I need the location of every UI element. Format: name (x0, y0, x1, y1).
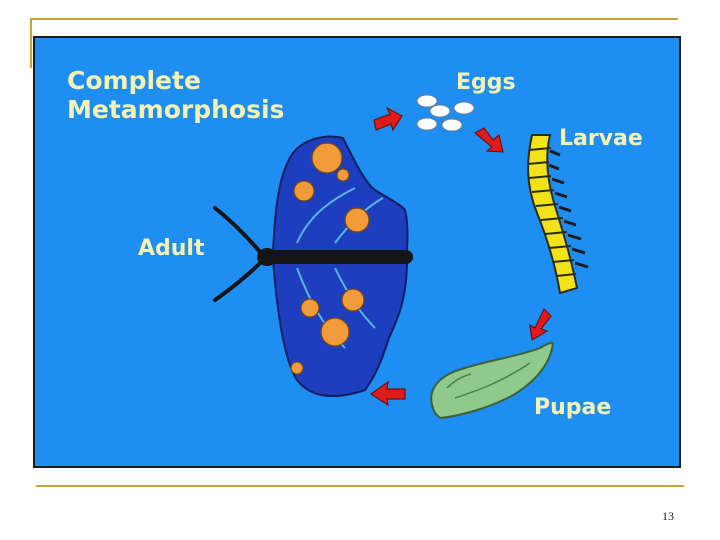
arrow-icon (473, 127, 504, 153)
page-number: 13 (662, 509, 674, 523)
metamorphosis-diagram: Complete Metamorphosis Eggs Larvae Adult… (33, 36, 681, 468)
slide-left-rule (30, 18, 32, 68)
larva-icon (527, 134, 589, 295)
arrow-icon (369, 380, 406, 407)
arrow-icon (373, 106, 403, 132)
slide-bottom-rule (36, 485, 684, 487)
pupae-label: Pupae (534, 395, 612, 420)
arrow-icon (529, 307, 552, 341)
adult-label: Adult (138, 236, 205, 261)
slide-top-rule (30, 18, 678, 20)
pupa-icon (430, 341, 555, 420)
larvae-label: Larvae (559, 126, 643, 151)
butterfly-icon (213, 135, 413, 397)
diagram-canvas (213, 94, 589, 420)
diagram-title: Complete Metamorphosis (67, 66, 285, 124)
eggs-label: Eggs (456, 70, 516, 95)
eggs-icon (416, 94, 475, 132)
